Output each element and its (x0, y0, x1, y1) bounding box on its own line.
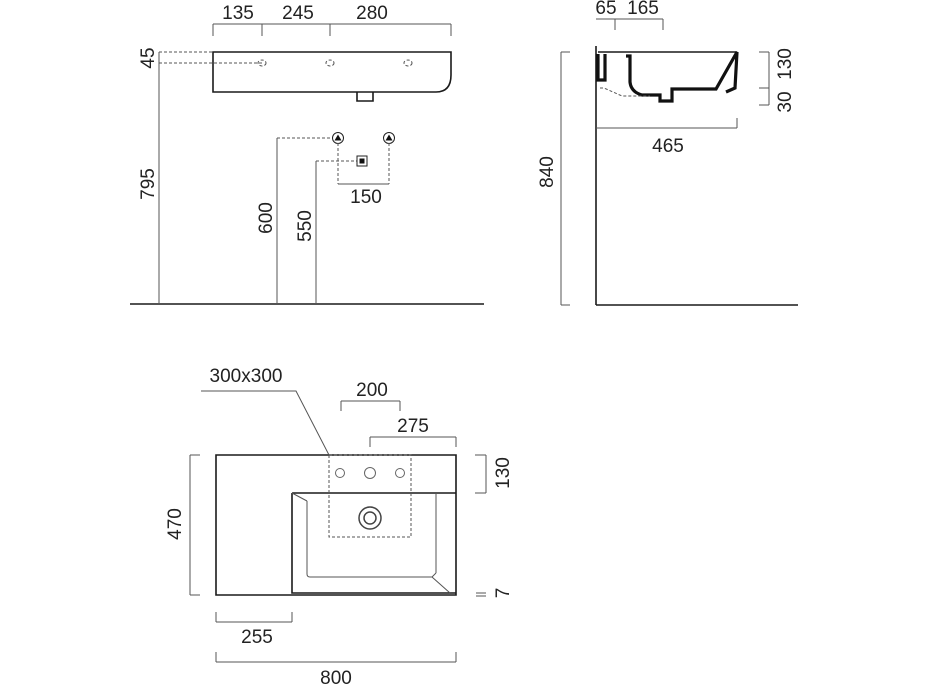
dim-275-label: 275 (397, 416, 429, 437)
dim-130-label: 130 (775, 48, 796, 80)
hidden-line (600, 87, 650, 97)
leader-line-300x300 (201, 390, 330, 456)
tap-hole-icon (257, 59, 267, 67)
side-view: 65 165 130 30 465 840 (537, 0, 798, 306)
water-inlet-triangle-icon (334, 134, 342, 141)
dim-245-label: 245 (282, 3, 314, 24)
dim-130-label: 130 (493, 457, 514, 489)
drain-square-icon (359, 158, 365, 164)
dim-800-label: 800 (320, 668, 352, 686)
dim-7-label: 7 (493, 588, 514, 599)
basin-back-section (596, 54, 607, 82)
dim-300x300-label: 300x300 (210, 366, 283, 387)
bowl-inner-corner (291, 492, 308, 502)
dim-465-label: 465 (652, 136, 684, 157)
dim-470-label: 470 (165, 508, 186, 540)
basin-front-outline (212, 51, 452, 93)
dim-200-label: 200 (356, 380, 388, 401)
water-inlet-triangle-icon (385, 134, 393, 141)
bowl-inner-corner (431, 572, 437, 578)
tap-hole-icon (395, 468, 405, 478)
dim-30-label: 30 (775, 91, 796, 112)
dim-795-label: 795 (138, 168, 159, 200)
dim-65-label: 65 (595, 0, 616, 19)
tap-hole-icon (403, 59, 413, 67)
dim-255-label: 255 (241, 627, 273, 648)
dim-135-label: 135 (222, 3, 254, 24)
mixer-area-rect (328, 454, 412, 538)
drain-hole-icon (363, 511, 377, 525)
dim-550-label: 550 (295, 210, 316, 242)
dim-150-label: 150 (350, 187, 382, 208)
bowl-edge (291, 493, 456, 594)
drain-hole-icon (358, 506, 382, 530)
dim-840-label: 840 (537, 156, 558, 188)
front-view: 135 245 280 45 795 600 550 150 (130, 3, 484, 305)
dim-280-label: 280 (356, 3, 388, 24)
tap-hole-icon (335, 468, 345, 478)
dim-45-label: 45 (138, 47, 159, 68)
top-view: 300x300 200 275 130 7 470 (165, 366, 514, 686)
dim-600-label: 600 (256, 202, 277, 234)
dim-165-label: 165 (627, 0, 659, 19)
tap-hole-icon (325, 59, 335, 67)
bowl-inner-edge (306, 501, 451, 594)
tap-hole-icon (364, 467, 376, 479)
waste-stub (356, 92, 374, 102)
basin-section-profile (626, 51, 739, 103)
